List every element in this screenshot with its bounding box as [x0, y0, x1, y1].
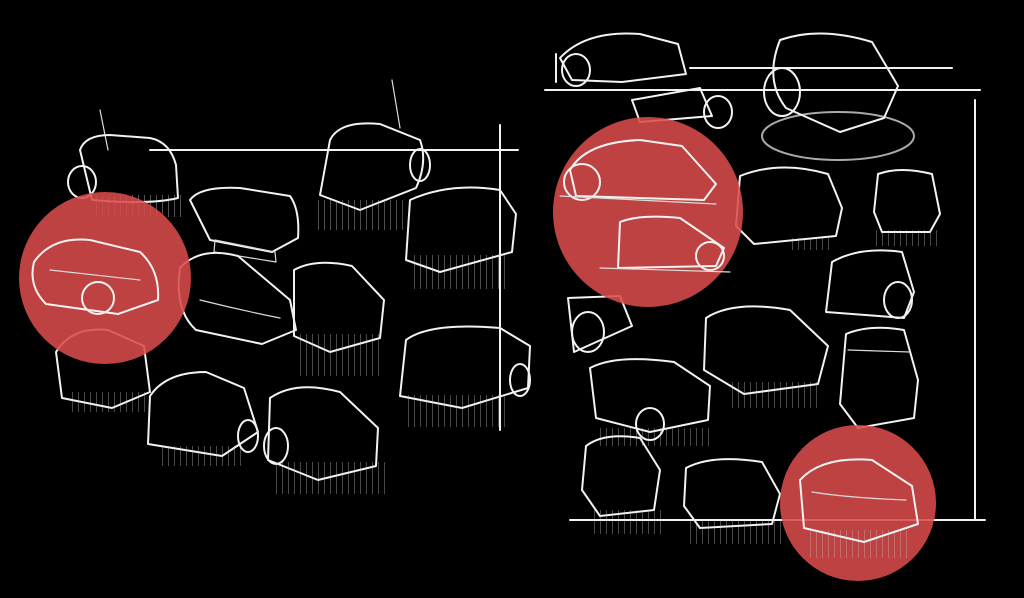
robot-sketch-e — [177, 251, 297, 345]
robot-sketch-t — [589, 358, 711, 446]
robot-sketch-m — [761, 32, 915, 161]
robot-sketch-p — [825, 249, 915, 319]
highlighted-robot-left — [31, 238, 160, 315]
robot-sketch-i — [147, 371, 259, 466]
robot-sketch-o — [873, 169, 941, 246]
robot-sketch-d — [405, 186, 517, 289]
robot-sketch-f — [293, 261, 385, 376]
highlight-circles — [19, 117, 936, 581]
robot-sketch-s — [567, 295, 633, 353]
robot-sketch-q — [839, 326, 919, 429]
robot-sketch-k — [559, 32, 687, 87]
robot-sketch-g — [399, 325, 531, 427]
highlighted-robot-bottom-right — [799, 458, 919, 558]
highlighted-robot-top-right-1 — [559, 139, 717, 205]
robot-sketch-v — [683, 458, 782, 544]
highlight-circle-top-right — [553, 117, 743, 307]
highlight-circle-left — [19, 192, 191, 364]
robot-sketch-c — [316, 122, 431, 230]
robot-sketch-j — [263, 386, 386, 494]
highlighted-robot-top-right-2 — [599, 215, 731, 273]
robot-sketch-l — [631, 87, 733, 129]
robot-sketch-n — [735, 166, 843, 250]
robot-sketch-u — [581, 435, 666, 534]
robot-sketch-r — [703, 305, 829, 408]
robot-sketch-b — [189, 186, 300, 263]
